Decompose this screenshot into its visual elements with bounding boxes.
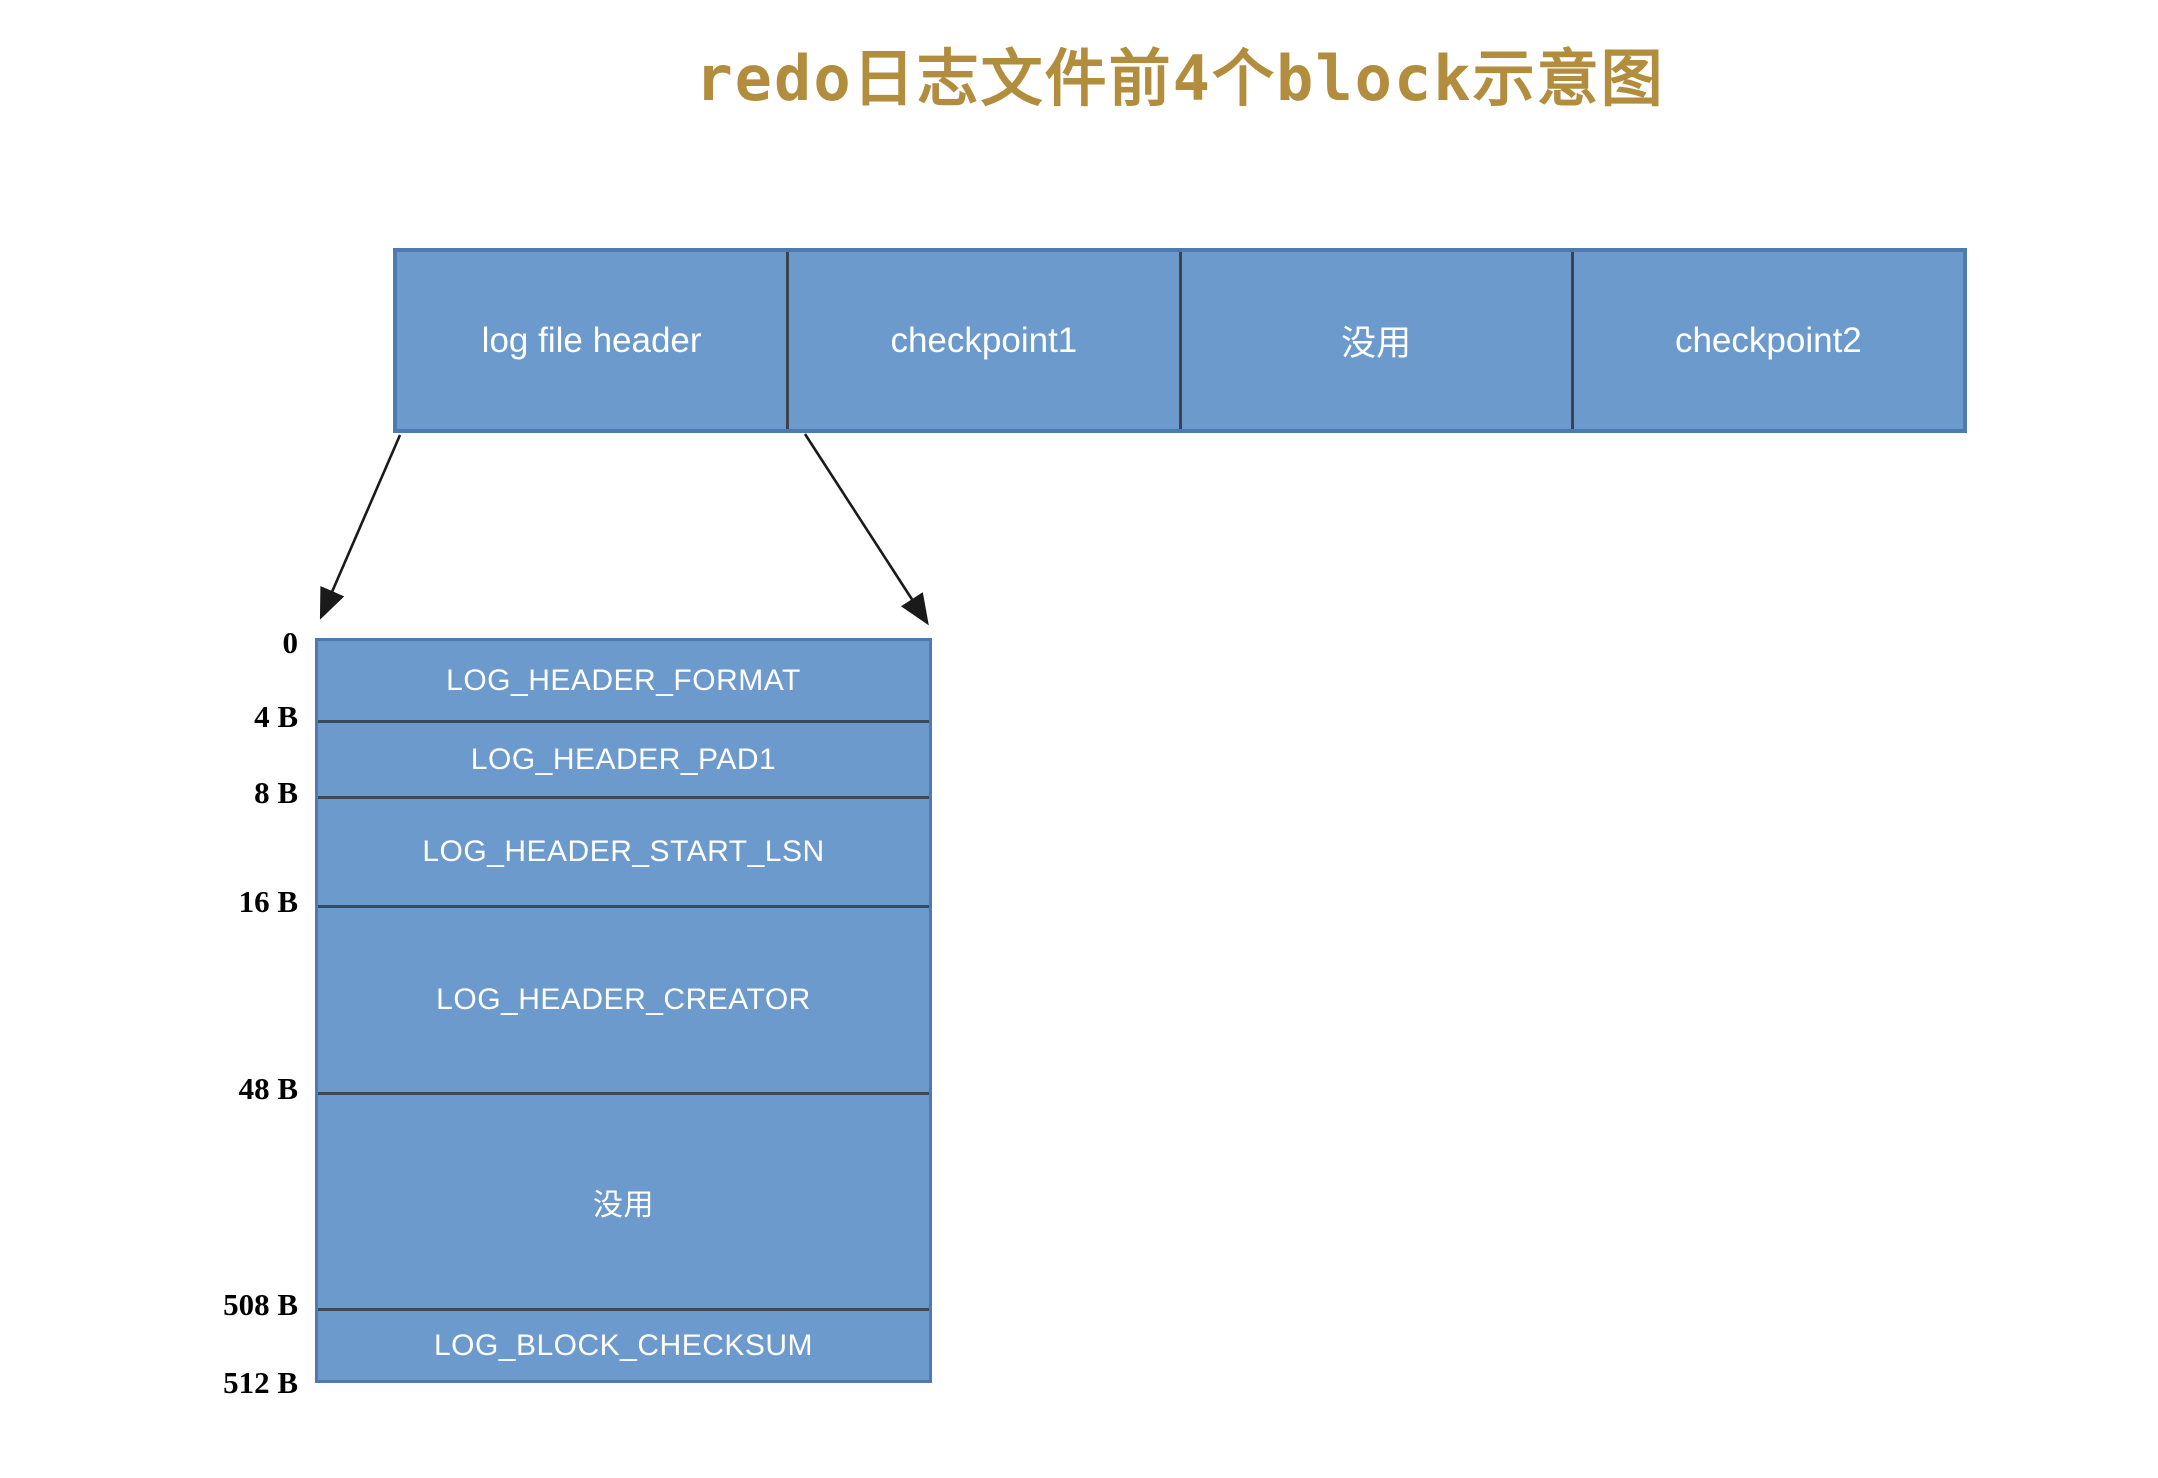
diagram-title: redo日志文件前4个block示意图 bbox=[695, 42, 1665, 115]
expansion-arrows bbox=[319, 433, 929, 626]
header-detail-stack: LOG_HEADER_FORMAT LOG_HEADER_PAD1 LOG_HE… bbox=[315, 638, 932, 1383]
field-log-header-pad1: LOG_HEADER_PAD1 bbox=[318, 720, 929, 796]
offset-label-4b: 4 B bbox=[254, 699, 298, 734]
field-log-block-checksum: LOG_BLOCK_CHECKSUM bbox=[318, 1308, 929, 1380]
field-unused: 没用 bbox=[318, 1092, 929, 1308]
offset-label-16b: 16 B bbox=[238, 884, 298, 919]
arrow-left bbox=[319, 434, 402, 620]
offset-label-8b: 8 B bbox=[254, 775, 298, 810]
field-log-header-creator: LOG_HEADER_CREATOR bbox=[318, 905, 929, 1092]
offset-label-0: 0 bbox=[282, 625, 299, 660]
offset-label-48b: 48 B bbox=[238, 1071, 298, 1106]
offset-label-508b: 508 B bbox=[223, 1287, 298, 1322]
field-log-header-start-lsn: LOG_HEADER_START_LSN bbox=[318, 796, 929, 905]
block-row: log file header checkpoint1 没用 checkpoin… bbox=[393, 248, 1967, 433]
offset-label-512b: 512 B bbox=[223, 1365, 298, 1400]
block-checkpoint2: checkpoint2 bbox=[1570, 252, 1963, 429]
arrow-right bbox=[803, 433, 929, 626]
field-log-header-format: LOG_HEADER_FORMAT bbox=[446, 663, 801, 697]
block-unused: 没用 bbox=[1178, 252, 1571, 429]
block-log-file-header: log file header bbox=[481, 320, 702, 360]
block-checkpoint1: checkpoint1 bbox=[786, 252, 1178, 429]
